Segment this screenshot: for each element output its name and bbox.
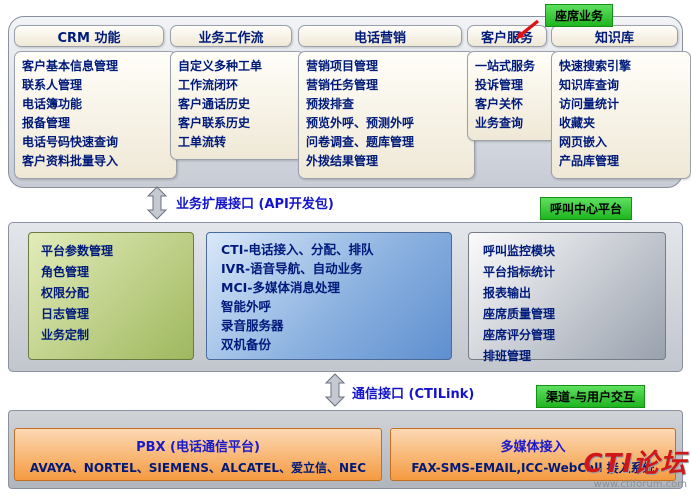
list-item: 预拨排查 xyxy=(306,97,355,111)
list-item: 业务定制 xyxy=(41,328,90,342)
list-item: 收藏夹 xyxy=(559,116,596,130)
list-item: 客户联系历史 xyxy=(178,116,251,130)
list-item: 客户基本信息管理 xyxy=(22,59,119,73)
list-item: IVR-语音导航、自动业务 xyxy=(221,261,363,276)
multimedia-title: 多媒体接入 xyxy=(500,440,566,455)
pbx-title: PBX (电话通信平台) xyxy=(136,440,260,455)
list-item: 知识库查询 xyxy=(559,78,620,92)
list-item: 外拨结果管理 xyxy=(306,154,379,168)
list-item: 平台参数管理 xyxy=(41,244,114,258)
list-item: 报表输出 xyxy=(483,286,532,300)
column-title-knowledge-base: 知识库 xyxy=(551,25,678,47)
list-item: MCI-多媒体消息处理 xyxy=(221,280,340,295)
column-items-customer-service: 一站式服务投诉管理客户关怀业务查询 xyxy=(467,51,560,141)
list-item: 预览外呼、预测外呼 xyxy=(306,116,415,130)
list-item: 客户资料批量导入 xyxy=(22,154,119,168)
list-item: 营销任务管理 xyxy=(306,78,379,92)
column-items-workflow: 自定义多种工单工作流闭环客户通话历史客户联系历史工单流转 xyxy=(170,51,305,160)
list-item: 角色管理 xyxy=(41,265,90,279)
list-item: 报备管理 xyxy=(22,116,71,130)
list-item: 网页嵌入 xyxy=(559,135,608,149)
agent-business-tag: 座席业务 xyxy=(545,4,614,27)
list-item: 电话号码快速查询 xyxy=(22,135,119,149)
list-item: 日志管理 xyxy=(41,307,90,321)
list-item: 快速搜索引擎 xyxy=(559,59,632,73)
list-item: 问卷调查、题库管理 xyxy=(306,135,415,149)
list-item: 工作流闭环 xyxy=(178,78,239,92)
list-item: 排班管理 xyxy=(483,349,532,363)
list-item: 智能外呼 xyxy=(221,299,272,314)
call-center-platform-tag: 呼叫中心平台 xyxy=(540,197,633,220)
ctilink-interface-label: 通信接口 (CTILink) xyxy=(352,387,475,402)
multimedia-box: 多媒体接入 FAX-SMS-EMAIL,ICC-WebCall 接入系统 xyxy=(390,428,676,481)
column-items-crm: 客户基本信息管理联系人管理电话簿功能报备管理电话号码快速查询客户资料批量导入 xyxy=(14,51,177,179)
pbx-box: PBX (电话通信平台) AVAYA、NORTEL、SIEMENS、ALCATE… xyxy=(14,428,382,481)
list-item: 自定义多种工单 xyxy=(178,59,263,73)
list-item: 客户关怀 xyxy=(475,97,524,111)
list-item: 座席评分管理 xyxy=(483,328,556,342)
column-title-telemarketing: 电话营销 xyxy=(298,25,462,47)
column-title-crm: CRM 功能 xyxy=(14,25,164,47)
list-item: 权限分配 xyxy=(41,286,90,300)
list-item: 座席质量管理 xyxy=(483,307,556,321)
watermark: CTI论坛 www.ctiforum.com xyxy=(584,450,688,490)
list-item: 一站式服务 xyxy=(475,59,536,73)
list-item: CTI-电话接入、分配、排队 xyxy=(221,242,374,257)
platform-core-box: CTI-电话接入、分配、排队 IVR-语音导航、自动业务 MCI-多媒体消息处理智能… xyxy=(206,232,452,360)
list-item: 呼叫监控模块 xyxy=(483,244,556,258)
list-item: 联系人管理 xyxy=(22,78,83,92)
platform-admin-box: 平台参数管理角色管理权限分配日志管理业务定制 xyxy=(28,232,194,360)
list-item: 访问量统计 xyxy=(559,97,620,111)
list-item: 录音服务器 xyxy=(221,318,284,333)
red-pointer-arrow-icon xyxy=(516,19,539,39)
ctilink-interface-arrow-icon xyxy=(324,373,346,407)
list-item: 业务查询 xyxy=(475,116,524,130)
pbx-vendors: AVAYA、NORTEL、SIEMENS、ALCATEL、爱立信、NEC xyxy=(29,461,367,475)
list-item: 平台指标统计 xyxy=(483,265,556,279)
list-item: 工单流转 xyxy=(178,135,227,149)
list-item: 产品库管理 xyxy=(559,154,620,168)
column-items-telemarketing: 营销项目管理营销任务管理预拨排查预览外呼、预测外呼问卷调查、题库管理外拨结果管理 xyxy=(298,51,475,179)
column-title-workflow: 业务工作流 xyxy=(170,25,292,47)
api-interface-arrow-icon xyxy=(146,186,168,220)
cti-forum-url: www.ctiforum.com xyxy=(593,479,687,490)
platform-monitor-box: 呼叫监控模块平台指标统计报表输出座席质量管理座席评分管理排班管理 xyxy=(468,232,666,363)
api-interface-label: 业务扩展接口 (API开发包) xyxy=(176,197,334,212)
list-item: 营销项目管理 xyxy=(306,59,379,73)
list-item: 投诉管理 xyxy=(475,78,524,92)
list-item: 电话簿功能 xyxy=(22,97,83,111)
channel-user-interaction-tag: 渠道-与用户交互 xyxy=(536,385,645,408)
column-items-knowledge-base: 快速搜索引擎知识库查询访问量统计收藏夹网页嵌入产品库管理 xyxy=(551,51,691,179)
cti-forum-logo: CTI论坛 xyxy=(583,449,687,479)
multimedia-systems: FAX-SMS-EMAIL,ICC-WebCall 接入系统 xyxy=(411,461,655,475)
list-item: 客户通话历史 xyxy=(178,97,251,111)
list-item: 双机备份 xyxy=(221,337,272,352)
